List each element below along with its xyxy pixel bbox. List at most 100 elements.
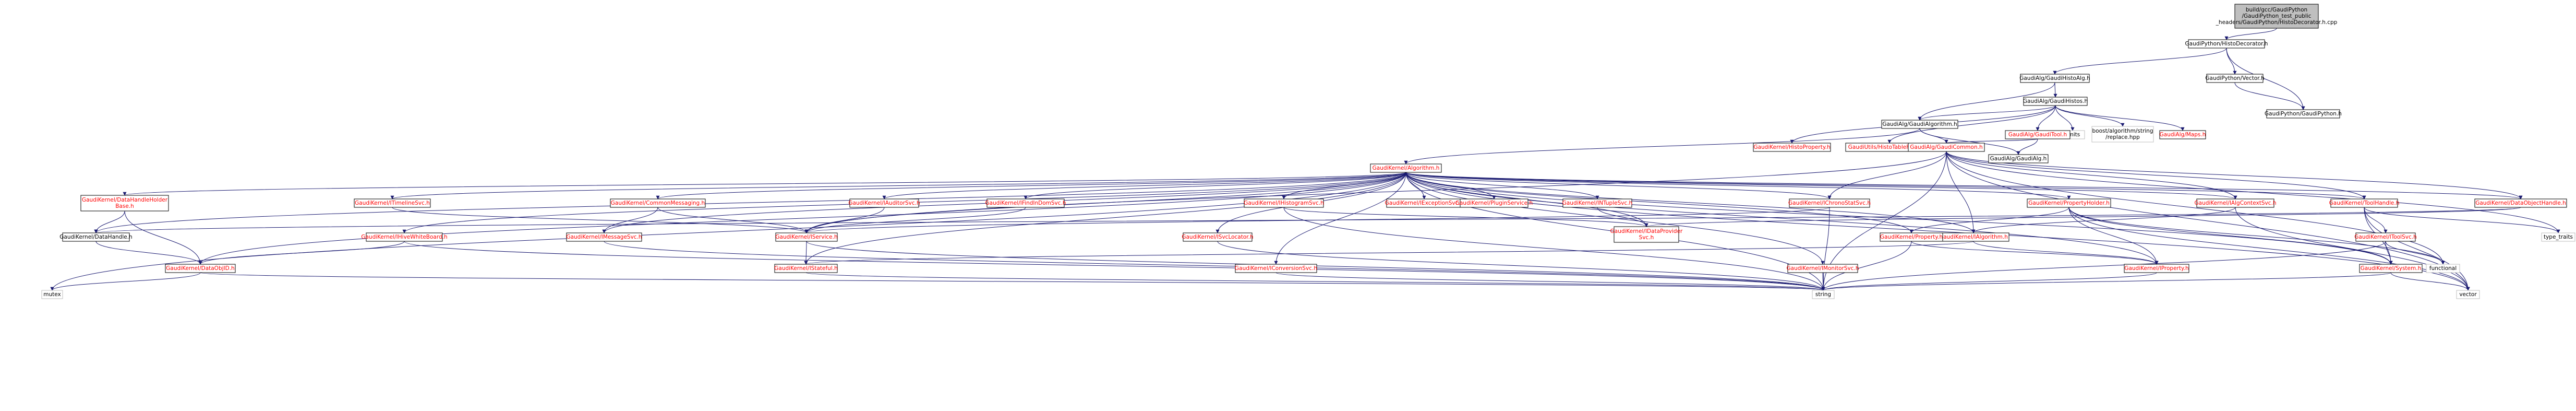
include-edge-gc-to-functional bbox=[1946, 151, 2445, 265]
graph-node-svcloc[interactable]: GaudiKernel/ISvcLocator.h bbox=[1182, 232, 1254, 242]
graph-node-imsg[interactable]: GaudiKernel/IMessageSvc.h bbox=[566, 232, 642, 242]
include-edge-gtool-to-gaudi bbox=[2016, 138, 2038, 155]
graph-node-imon[interactable]: GaudiKernel/IMonitorSvc.h bbox=[1787, 264, 1859, 273]
node-label: _headers/GaudiPython/HistoDecorator.h.cp… bbox=[2216, 19, 2338, 26]
graph-node-dataobjid[interactable]: GaudiKernel/DataObjID.h bbox=[165, 264, 236, 273]
include-edge-ihist-to-string bbox=[1283, 207, 1825, 291]
node-box bbox=[1908, 143, 1985, 152]
node-label: /GaudiPython_test_public bbox=[2242, 13, 2312, 19]
graph-node-gtool[interactable]: GaudiAlg/GaudiTool.h bbox=[2005, 130, 2071, 139]
node-box bbox=[2027, 198, 2111, 208]
include-edge-imsg-to-string bbox=[604, 241, 1825, 291]
node-label: GaudiAlg/GaudiHistoAlg.h bbox=[2019, 75, 2090, 81]
include-edge-iprop-to-iproperty bbox=[1911, 241, 2159, 265]
graph-node-itoolsvc[interactable]: GaudiKernel/IToolSvc.h bbox=[2354, 232, 2417, 242]
node-layer: build/gcc/GaudiPython/GaudiPython_test_p… bbox=[41, 4, 2575, 299]
include-edge-algo-to-iconv bbox=[1274, 172, 1406, 265]
include-edge-thandle-to-typetraits bbox=[2364, 207, 2560, 233]
graph-node-iexc[interactable]: GaudiKernel/IExceptionSvc.h bbox=[1385, 198, 1464, 208]
include-edge-iprop-to-string bbox=[1821, 241, 1912, 291]
include-edge-ifind-to-iservice bbox=[804, 207, 1026, 233]
node-box bbox=[165, 264, 236, 273]
node-label: GaudiKernel/IAlgorithm.h bbox=[1939, 234, 2008, 240]
include-edge-algo-to-iauditor bbox=[882, 172, 1406, 199]
include-edge-algo-to-ito bbox=[390, 172, 1406, 199]
include-edge-dataobjid-to-mutex bbox=[50, 272, 201, 291]
include-edge-iac-to-vector bbox=[2235, 207, 2470, 291]
include-edge-dhh-to-dh bbox=[94, 210, 125, 233]
graph-node-iconv[interactable]: GaudiKernel/IConversionSvc.h bbox=[1235, 264, 1317, 273]
graph-node-vec[interactable]: GaudiPython/Vector.h bbox=[2205, 74, 2265, 83]
include-edge-ihist-to-dps bbox=[1283, 207, 1648, 227]
node-box bbox=[1988, 154, 2049, 163]
node-label: string bbox=[1815, 291, 1831, 298]
graph-node-ga[interactable]: GaudiAlg/GaudiAlgorithm.h bbox=[1881, 120, 1958, 129]
include-edge-iws-to-dataobjid bbox=[198, 241, 405, 265]
graph-node-gc[interactable]: GaudiAlg/GaudiCommon.h bbox=[1908, 143, 1985, 152]
include-edge-gh-to-htf bbox=[1887, 105, 2056, 144]
graph-node-iprop[interactable]: GaudiKernel/Property.h bbox=[1880, 232, 1943, 242]
node-label: GaudiKernel/PropertyHolder.h bbox=[2028, 200, 2109, 206]
node-label: GaudiKernel/DataHandle.h bbox=[59, 234, 132, 240]
graph-node-ph[interactable]: GaudiKernel/PropertyHolder.h bbox=[2027, 198, 2111, 208]
node-label: GaudiKernel/IHiveWhiteBoard.h bbox=[361, 234, 447, 240]
include-edge-algo-to-thandle bbox=[1405, 172, 2366, 199]
node-label: build/gcc/GaudiPython bbox=[2246, 7, 2307, 13]
graph-node-gp[interactable]: GaudiPython/GaudiPython.h bbox=[2265, 109, 2342, 119]
graph-node-iproperty[interactable]: GaudiKernel/IProperty.h bbox=[2124, 264, 2189, 273]
include-edge-ph-to-iprop bbox=[1909, 207, 2069, 233]
graph-node-ito[interactable]: GaudiKernel/ITimelineSvc.h bbox=[354, 198, 431, 208]
include-edge-ialg-to-stateful bbox=[804, 241, 1974, 265]
graph-node-hd[interactable]: GaudiPython/HistoDecorator.h bbox=[2185, 39, 2268, 49]
graph-node-iservice[interactable]: GaudiKernel/IService.h bbox=[775, 232, 838, 242]
graph-node-intuple[interactable]: GaudiKernel/INTupleSvc.h bbox=[1562, 198, 1632, 208]
graph-node-thandle[interactable]: GaudiKernel/ToolHandle.h bbox=[2329, 198, 2400, 208]
node-box bbox=[1235, 264, 1317, 273]
graph-node-maps[interactable]: GaudiAlg/Maps.h bbox=[2159, 130, 2206, 139]
node-label: GaudiKernel/ITimelineSvc.h bbox=[355, 200, 430, 206]
graph-node-ihist[interactable]: GaudiKernel/IHistogramSvc.h bbox=[1244, 198, 1324, 208]
graph-node-gh[interactable]: GaudiAlg/GaudiHistos.h bbox=[2023, 97, 2088, 106]
node-label: GaudiAlg/Maps.h bbox=[2160, 132, 2206, 138]
include-edge-system-to-vector bbox=[2390, 272, 2470, 291]
graph-node-ifind[interactable]: GaudiKernel/IFindInDomSvc.h bbox=[985, 198, 1066, 208]
include-edge-thandle-to-vector bbox=[2364, 207, 2470, 291]
graph-node-doh[interactable]: GaudiKernel/DataObjectHandle.h bbox=[2474, 198, 2567, 208]
node-box bbox=[1614, 226, 1679, 243]
graph-node-dh[interactable]: GaudiKernel/DataHandle.h bbox=[59, 232, 133, 242]
graph-node-ichrono[interactable]: GaudiKernel/IChronoStatSvc.h bbox=[1788, 198, 1871, 208]
node-box bbox=[2188, 39, 2265, 49]
node-label: GaudiAlg/GaudiTool.h bbox=[2008, 132, 2067, 138]
node-box bbox=[2196, 198, 2274, 208]
node-label: Svc.h bbox=[1639, 234, 1654, 241]
node-box bbox=[1562, 198, 1632, 208]
graph-node-cm[interactable]: GaudiKernel/CommonMessaging.h bbox=[610, 198, 706, 208]
graph-node-vector: vector bbox=[2456, 290, 2480, 299]
node-label: Base.h bbox=[115, 203, 134, 209]
include-edge-algo-to-cm bbox=[656, 172, 1406, 199]
node-label: mutex bbox=[43, 291, 61, 298]
graph-node-stateful[interactable]: GaudiKernel/IStateful.h bbox=[774, 264, 838, 273]
graph-node-gaudi[interactable]: GaudiAlg/GaudiAlg.h bbox=[1988, 154, 2049, 163]
include-edge-algo-to-mutex bbox=[50, 172, 1406, 291]
include-edge-iconv-to-string bbox=[1275, 272, 1825, 291]
graph-node-ghalg[interactable]: GaudiAlg/GaudiHistoAlg.h bbox=[2019, 74, 2090, 83]
graph-node-iac[interactable]: GaudiKernel/IAlgContextSvc.h bbox=[2195, 198, 2277, 208]
node-box bbox=[1370, 163, 1442, 173]
graph-node-algo[interactable]: GaudiKernel/Algorithm.h bbox=[1370, 163, 1442, 173]
include-edge-gc-to-vector bbox=[1946, 151, 2470, 291]
graph-node-hprop[interactable]: GaudiKernel/HistoProperty.h bbox=[1753, 143, 1831, 152]
node-box bbox=[849, 198, 919, 208]
node-label: GaudiAlg/GaudiCommon.h bbox=[1910, 144, 1982, 150]
node-label: GaudiKernel/PluginService.h bbox=[1455, 200, 1533, 206]
node-box bbox=[2266, 109, 2340, 119]
include-edge-gc-to-ichrono bbox=[1827, 151, 1947, 199]
graph-node-iplugin[interactable]: GaudiKernel/PluginService.h bbox=[1455, 198, 1533, 208]
graph-node-iws[interactable]: GaudiKernel/IHiveWhiteBoard.h bbox=[361, 232, 448, 242]
graph-node-iauditor[interactable]: GaudiKernel/IAuditorSvc.h bbox=[848, 198, 920, 208]
include-edge-doh-to-dh bbox=[94, 207, 2521, 233]
graph-node-ialg[interactable]: GaudiKernel/IAlgorithm.h bbox=[1937, 232, 2009, 242]
graph-node-system[interactable]: GaudiKernel/System.h bbox=[2359, 264, 2423, 273]
